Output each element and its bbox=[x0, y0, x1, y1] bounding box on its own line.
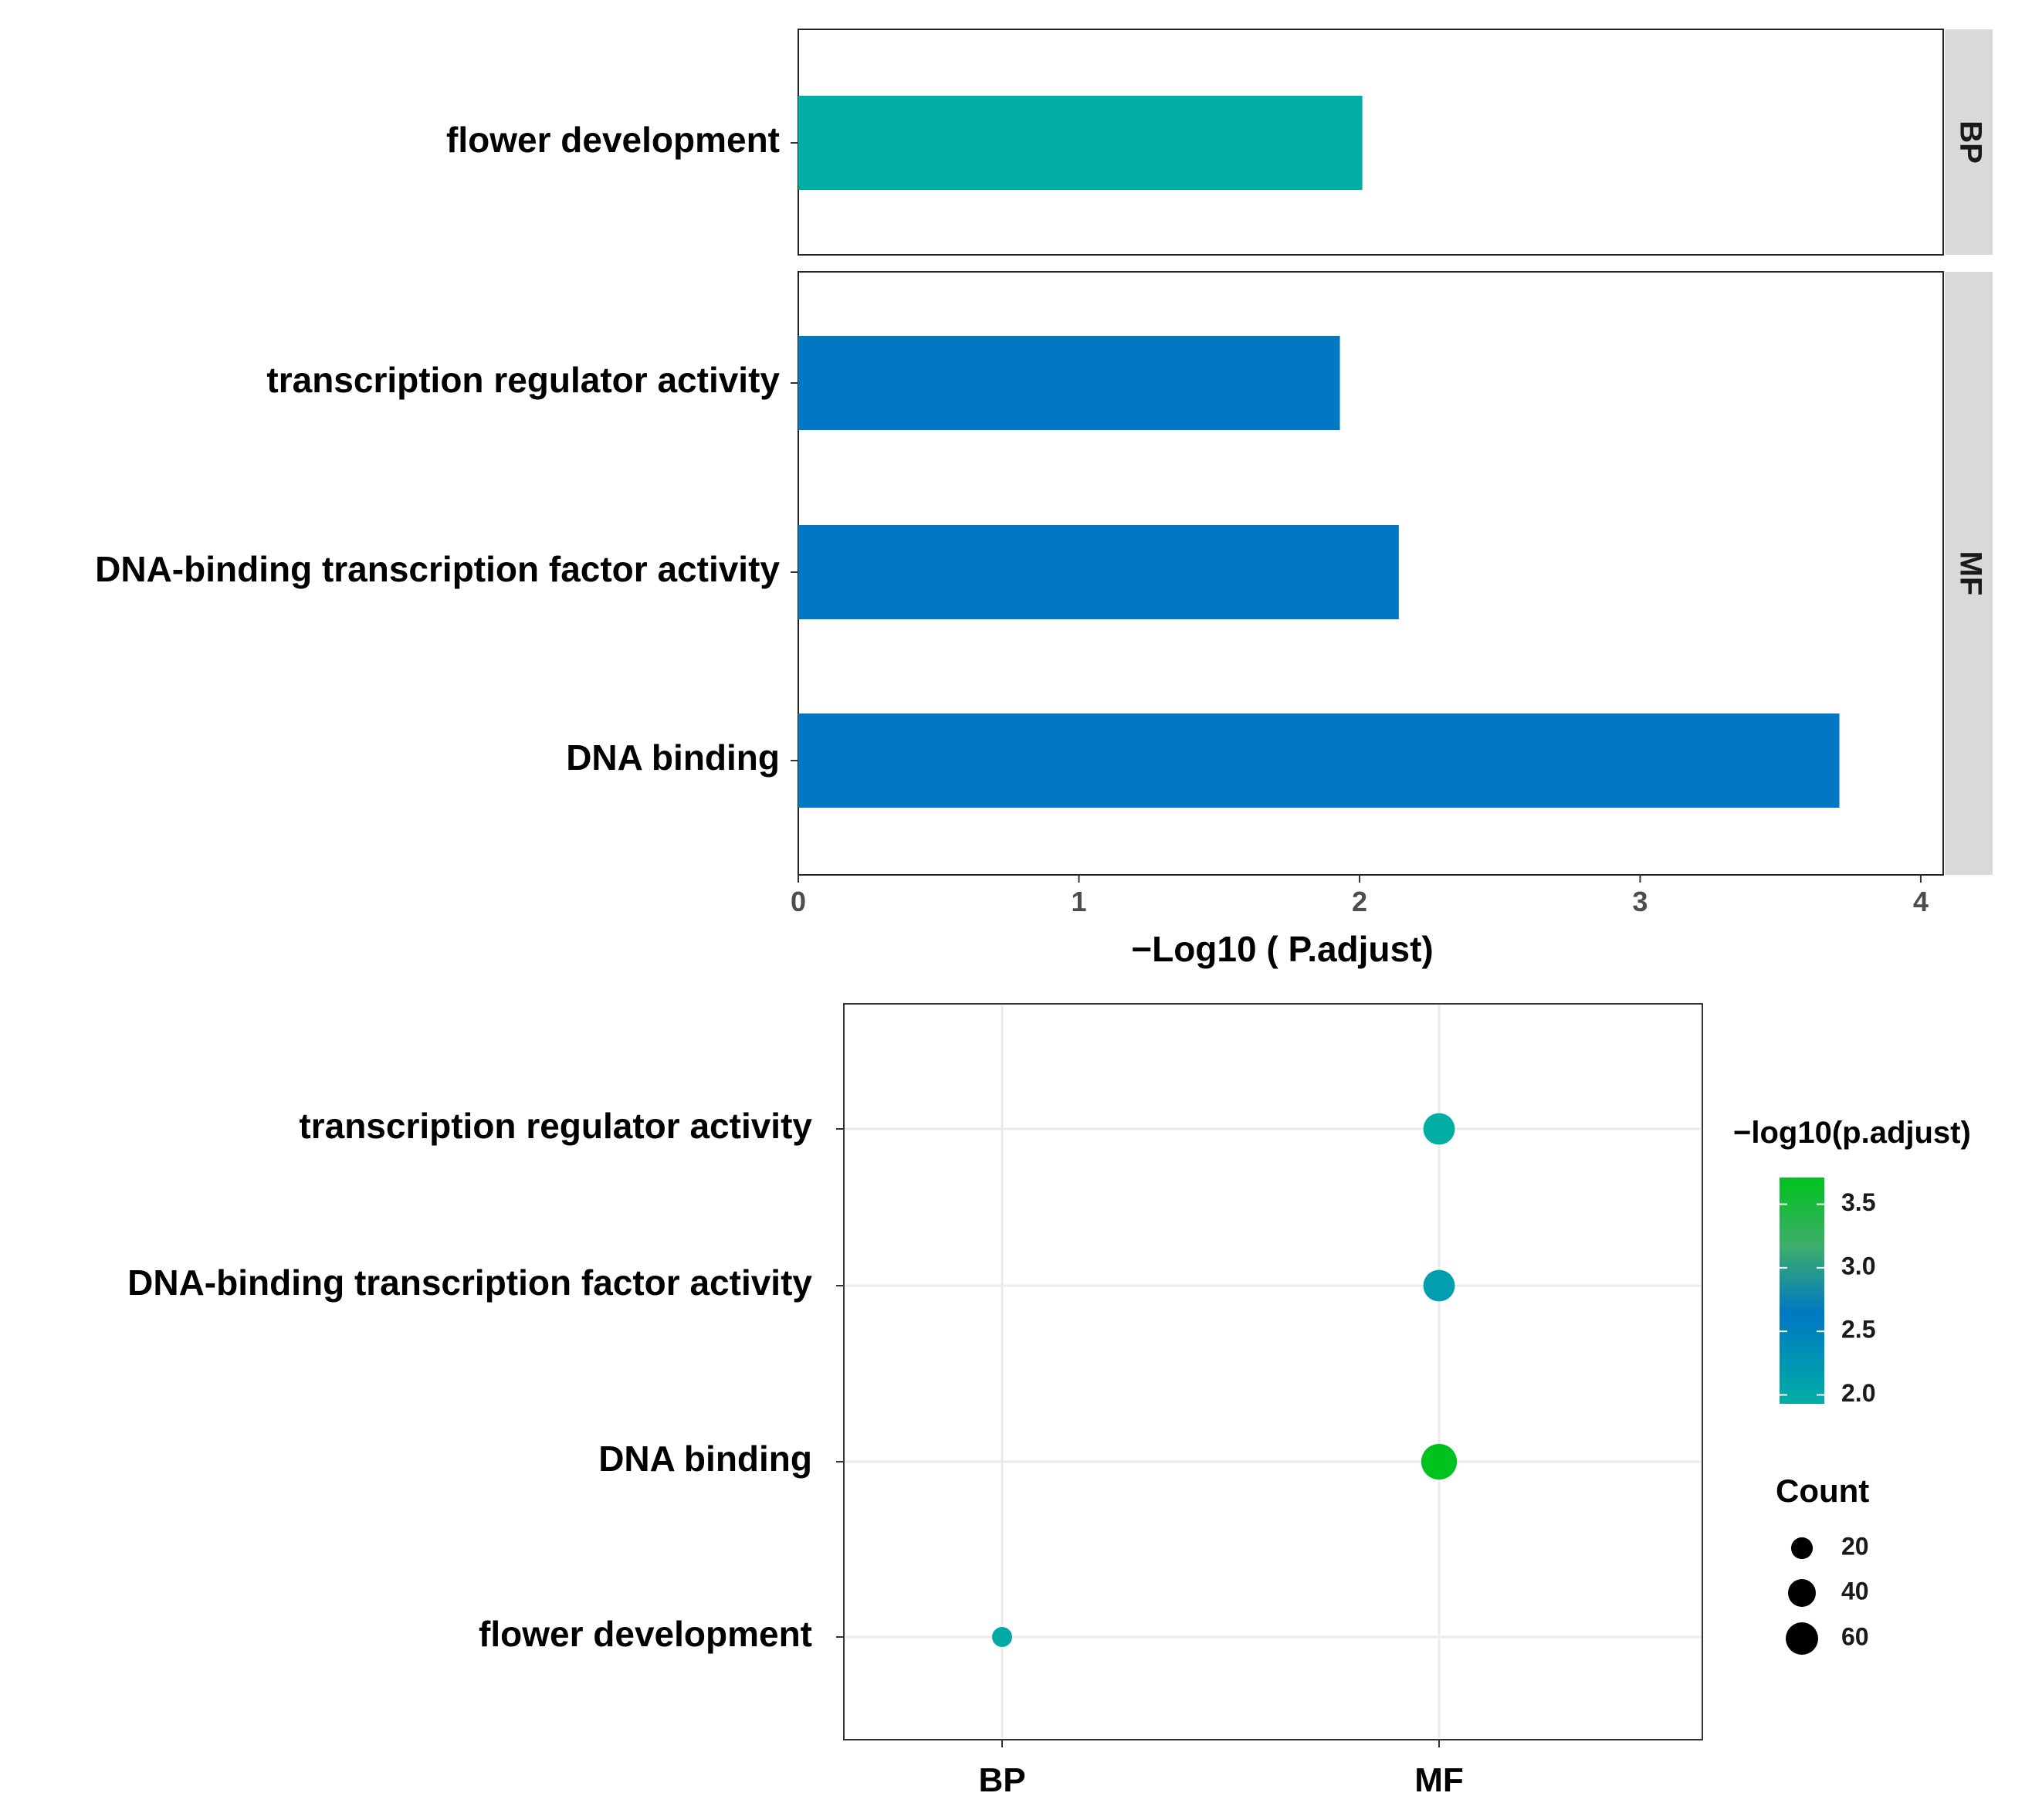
size-legend-title: Count bbox=[1776, 1473, 1869, 1509]
dot-point bbox=[1423, 1113, 1455, 1145]
color-legend-title: −log10(p.adjust) bbox=[1733, 1116, 1971, 1150]
bar-category-label: flower development bbox=[446, 120, 780, 160]
dot-x-axis: BP MF bbox=[978, 1740, 1464, 1799]
bar-category-label: transcription regulator activity bbox=[266, 360, 780, 400]
x-tick-label: 0 bbox=[791, 886, 806, 917]
bar-x-axis-label: −Log10 ( P.adjust) bbox=[1131, 929, 1434, 969]
dot-chart: transcription regulator activityDNA-bind… bbox=[127, 1003, 1703, 1799]
size-legend-dot bbox=[1786, 1622, 1818, 1655]
dot-category-label: transcription regulator activity bbox=[299, 1106, 812, 1146]
facet-strip-label: BP bbox=[1953, 120, 1987, 164]
size-legend-dot bbox=[1790, 1537, 1814, 1560]
color-legend-tick-label: 3.5 bbox=[1841, 1188, 1875, 1216]
bar-x-axis: 0 1 2 3 4 bbox=[791, 875, 1929, 917]
dot-point bbox=[1423, 1269, 1455, 1302]
dot-x-label: MF bbox=[1414, 1761, 1464, 1799]
dot-category-label: DNA-binding transcription factor activit… bbox=[127, 1262, 812, 1303]
color-legend-ticks: 2.0 2.5 3.0 3.5 bbox=[1780, 1188, 1875, 1407]
dot-points bbox=[992, 1113, 1458, 1647]
facet-strip bbox=[1945, 29, 1993, 255]
size-legend-label: 60 bbox=[1841, 1622, 1869, 1650]
size-legend: 20 40 60 bbox=[1786, 1532, 1869, 1655]
dot-category-label: DNA binding bbox=[598, 1439, 812, 1479]
facet-bp: BP flower development bbox=[446, 29, 1993, 256]
bar-category-label: DNA-binding transcription factor activit… bbox=[95, 549, 780, 589]
bar-category-label: DNA binding bbox=[566, 737, 780, 778]
dot-point bbox=[1421, 1443, 1458, 1480]
x-tick-label: 2 bbox=[1352, 886, 1367, 917]
size-legend-dot bbox=[1788, 1579, 1816, 1607]
facet-mf: MF transcription regulator activityDNA-bi… bbox=[95, 271, 1993, 876]
x-tick-label: 1 bbox=[1071, 886, 1086, 917]
bar bbox=[798, 713, 1840, 808]
size-legend-label: 40 bbox=[1841, 1577, 1869, 1605]
bar bbox=[798, 336, 1340, 430]
dot-y-axis: transcription regulator activityDNA-bind… bbox=[127, 1106, 844, 1654]
color-legend-tick-label: 2.0 bbox=[1841, 1379, 1875, 1407]
facet-strip-label: MF bbox=[1953, 551, 1987, 596]
size-legend-label: 20 bbox=[1841, 1532, 1869, 1560]
dot-point bbox=[992, 1627, 1012, 1647]
dot-x-label: BP bbox=[978, 1761, 1025, 1799]
color-legend-tick-label: 2.5 bbox=[1841, 1316, 1875, 1344]
x-tick-label: 4 bbox=[1913, 886, 1929, 917]
bar bbox=[798, 525, 1399, 619]
dot-plot-panel bbox=[843, 1003, 1703, 1740]
color-legend-tick-label: 3.0 bbox=[1841, 1252, 1875, 1279]
x-tick-label: 3 bbox=[1632, 886, 1648, 917]
facet-strip bbox=[1945, 272, 1993, 875]
dot-category-label: flower development bbox=[479, 1614, 812, 1654]
legends: −log10(p.adjust) 2.0 2.5 3.0 3.5 Count 20 40… bbox=[1733, 1116, 1971, 1655]
color-legend-bar bbox=[1780, 1178, 1824, 1404]
bar bbox=[798, 96, 1363, 190]
